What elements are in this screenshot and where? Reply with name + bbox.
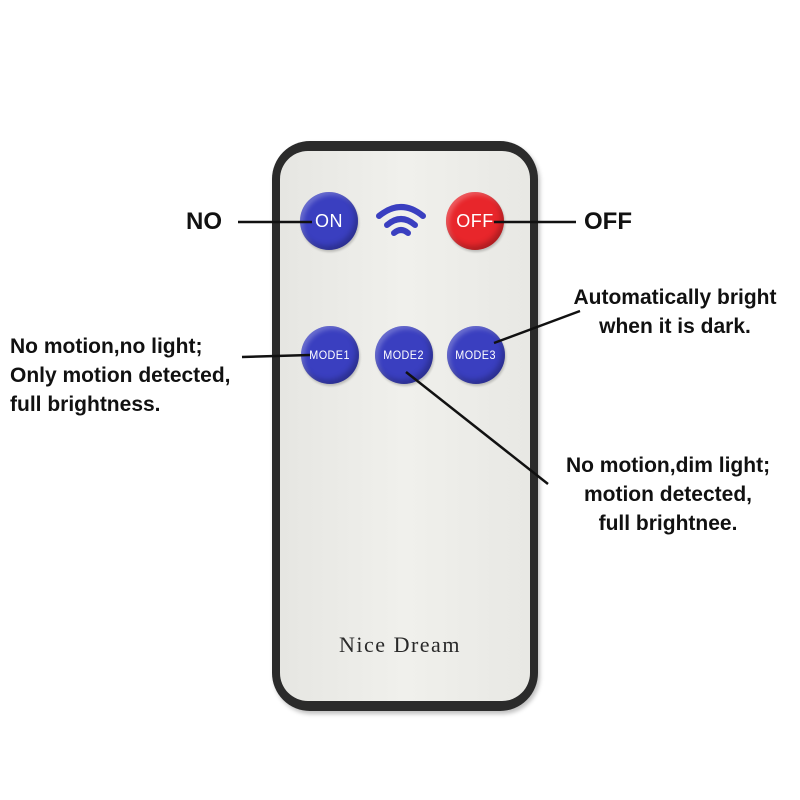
- mode2-annotation-line-1: No motion,dim light;: [565, 454, 771, 477]
- on-button-label: ON: [315, 210, 343, 231]
- off-annotation: OFF: [584, 208, 632, 235]
- mode3-annotation: Automatically bright when it is dark.: [552, 283, 798, 341]
- mode1-annotation-line-2: Only motion detected,: [10, 364, 231, 387]
- mode1-button-label: MODE1: [309, 348, 351, 362]
- mode2-annotation-line-2: motion detected,: [583, 483, 752, 506]
- mode2-button-label: MODE2: [383, 348, 425, 362]
- mode3-button-label: MODE3: [455, 348, 497, 362]
- mode3-annotation-line-2: when it is dark.: [599, 315, 751, 338]
- on-annotation: NO: [186, 208, 222, 235]
- on-button[interactable]: ON: [300, 192, 358, 250]
- off-button-label: OFF: [456, 210, 494, 231]
- mode1-annotation-line-1: No motion,no light;: [10, 335, 203, 358]
- mode1-annotation-line-3: full brightness.: [10, 393, 161, 416]
- off-button[interactable]: OFF: [446, 192, 504, 250]
- brand-label: Nice Dream: [339, 632, 461, 657]
- mode2-button[interactable]: MODE2: [375, 326, 433, 384]
- mode1-annotation: No motion,no light; Only motion detected…: [10, 332, 231, 419]
- mode2-annotation: No motion,dim light; motion detected, fu…: [548, 451, 788, 538]
- mode1-button[interactable]: MODE1: [301, 326, 359, 384]
- mode3-annotation-line-1: Automatically bright: [573, 286, 777, 309]
- wifi-icon: [376, 204, 426, 236]
- mode3-button[interactable]: MODE3: [447, 326, 505, 384]
- mode2-annotation-line-3: full brightnee.: [598, 512, 738, 535]
